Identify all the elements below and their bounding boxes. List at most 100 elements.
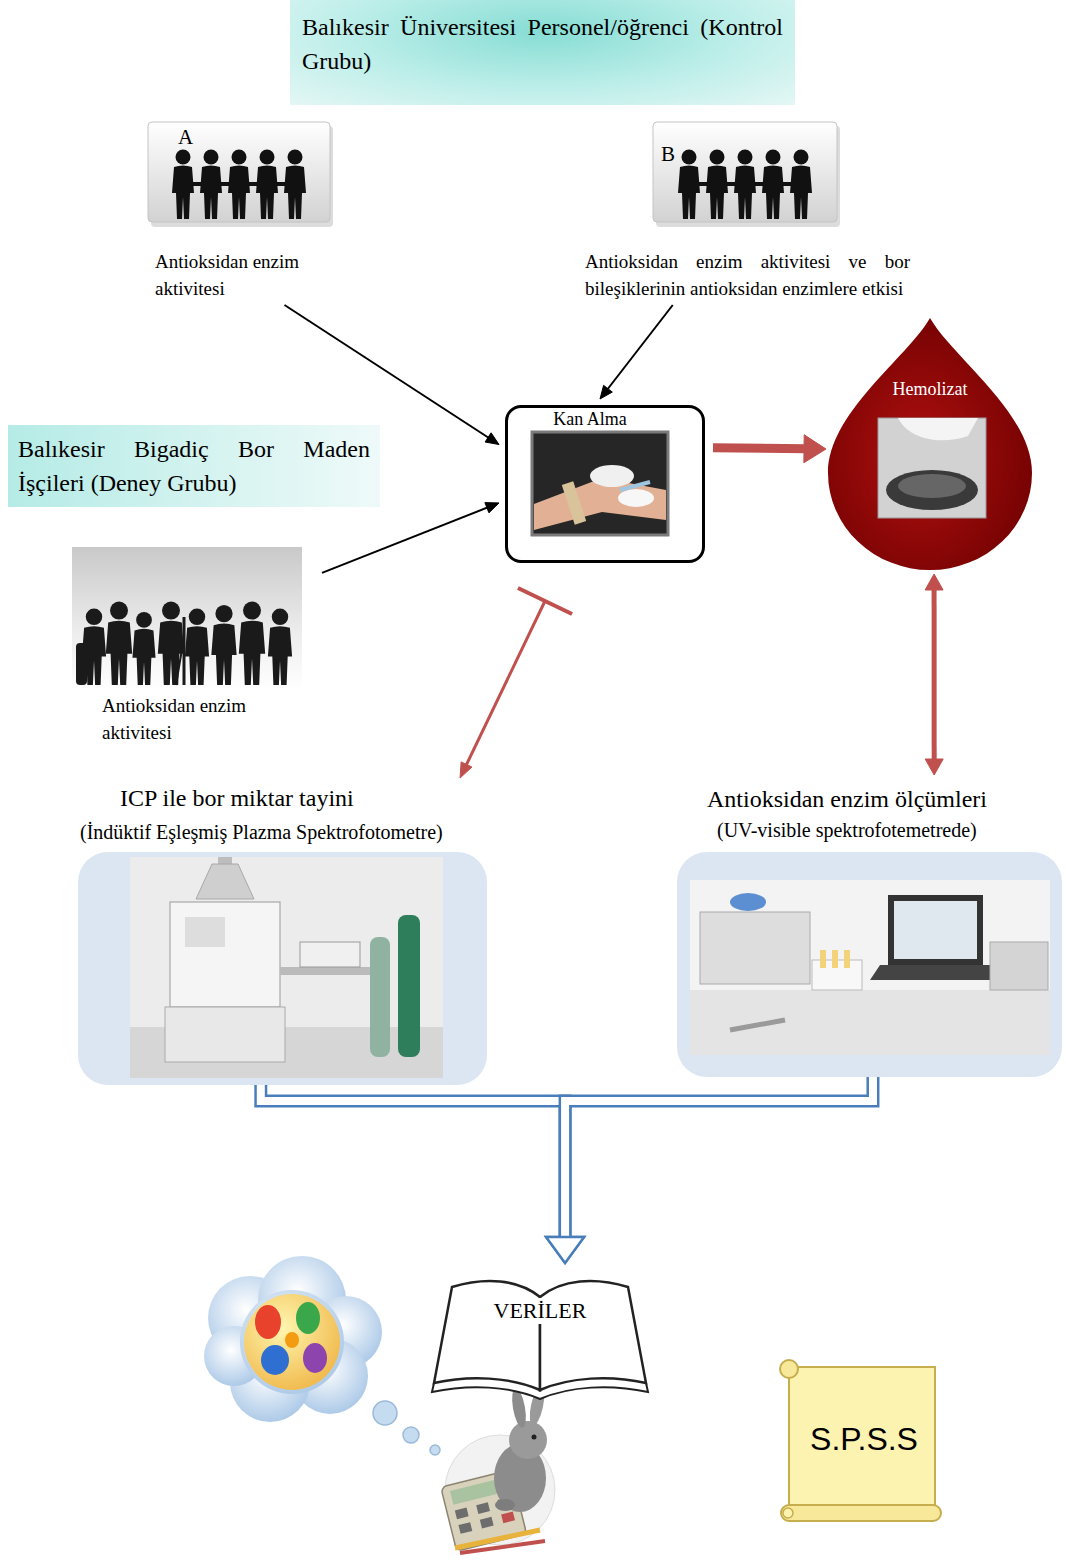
person-figure (172, 150, 194, 220)
workers-figure: Antioksidan enzim aktivitesi (72, 547, 302, 746)
node-subtext: (UV-visible spektrofotemetrede) (677, 817, 1062, 843)
person-head (794, 150, 809, 165)
blood-drop-shape (828, 318, 1032, 570)
pencils (455, 1530, 545, 1553)
node-text: Kan Alma (508, 408, 702, 430)
icon-frame (148, 122, 330, 222)
node-text: S.P.S.S (773, 1355, 945, 1457)
number-blob (296, 1302, 320, 1334)
connector-line (261, 1085, 565, 1241)
scroll-roll (781, 1505, 941, 1521)
scroll-curl (780, 1360, 798, 1378)
drop-outline (828, 318, 1032, 570)
photo-frame (532, 432, 668, 535)
person-head (288, 150, 303, 165)
workers-silhouette (72, 547, 302, 690)
group-icon: AAntioksidan enzim aktivitesi (148, 122, 330, 302)
open-book (430, 1265, 650, 1400)
rabbit-part (495, 1499, 515, 1511)
person-figure (762, 150, 784, 220)
node-text: Balıkesir Bigadiç Bor Maden İşçileri (De… (8, 425, 380, 506)
connector-line-inner (565, 1077, 873, 1241)
arrow-head (600, 385, 612, 399)
node-text: Antioksidan enzim aktivitesi (102, 692, 292, 746)
photo-ground (72, 547, 302, 690)
connector-line (713, 448, 807, 449)
cabinet (165, 1007, 285, 1062)
person-figure (239, 602, 265, 685)
centrifuge-rotor (898, 474, 966, 498)
centrifuge (886, 470, 978, 510)
person-figure (268, 609, 292, 685)
connector (713, 435, 826, 463)
rabbit (494, 1385, 547, 1512)
thought-bubble (403, 1427, 419, 1443)
exhaust-hood (196, 864, 254, 899)
arrow-head (460, 762, 472, 778)
process-box: Kan Alma (505, 405, 705, 563)
node-subtext: Antioksidan enzim aktivitesi ve bor bile… (585, 248, 910, 302)
lab-bench (690, 990, 1050, 1055)
cuvette (844, 950, 850, 968)
connector-line (466, 601, 545, 767)
pipette (730, 1020, 785, 1030)
connector (285, 305, 500, 445)
person-body (678, 166, 700, 220)
arrow-head (485, 503, 499, 513)
arrow-head (546, 1237, 584, 1263)
method-panel: Antioksidan enzim ölçümleri (UV-visible s… (677, 778, 1062, 1077)
person-figure (158, 602, 184, 685)
people-icon (653, 122, 839, 228)
laptop-screen (894, 901, 977, 959)
number-ball (244, 1294, 340, 1390)
person-body (185, 626, 209, 685)
photo-wall (690, 880, 1050, 1055)
arm (534, 478, 666, 530)
rabbit-calculator (441, 1385, 555, 1553)
person-head (162, 602, 180, 620)
rabbit-part (532, 1435, 537, 1440)
calculator-part (476, 1502, 490, 1514)
node-text: Antioksidan enzim ölçümleri (677, 778, 1062, 814)
group-icon: BAntioksidan enzim aktivitesi ve bor bil… (585, 122, 910, 302)
person-figure (284, 150, 306, 220)
person-body (132, 629, 155, 685)
person-head (136, 612, 152, 628)
centrifuge-photo (878, 418, 986, 518)
group-band: Balıkesir Bigadiç Bor Maden İşçileri (De… (8, 425, 380, 507)
instrument-window (185, 917, 225, 947)
connector (322, 503, 499, 573)
person-head (110, 602, 128, 620)
person-body (200, 166, 222, 220)
data-book: VERİLER (430, 1265, 650, 1400)
number-blob (255, 1305, 281, 1339)
connector (600, 305, 673, 399)
person-figure (132, 612, 155, 685)
gas-cylinder (398, 915, 420, 1057)
arrow-head (925, 759, 943, 775)
person-head (204, 150, 219, 165)
connector (546, 1077, 873, 1263)
person-body (268, 626, 292, 685)
method-panel: ICP ile bor miktar tayini(İndüktif Eşleş… (78, 780, 535, 1085)
arrow-head (546, 1237, 584, 1263)
arrow-head (804, 435, 826, 463)
node-text: ICP ile bor miktar tayini (78, 780, 535, 813)
person-head (738, 150, 753, 165)
person-head (766, 150, 781, 165)
instrument (700, 912, 810, 984)
panel-ground (677, 852, 1062, 1077)
person-body (284, 166, 306, 220)
node-subtext: Antioksidan enzim aktivitesi (155, 248, 330, 302)
person-body (706, 166, 728, 220)
person-head (189, 609, 206, 626)
person-body (211, 623, 236, 685)
person-head (215, 605, 232, 622)
icp-instrument (170, 902, 280, 1007)
uv-panel (677, 852, 1062, 1077)
calculator-part (455, 1508, 469, 1520)
connector-line (565, 1077, 873, 1241)
person-body (734, 166, 756, 220)
scroll-curl (783, 1508, 793, 1518)
